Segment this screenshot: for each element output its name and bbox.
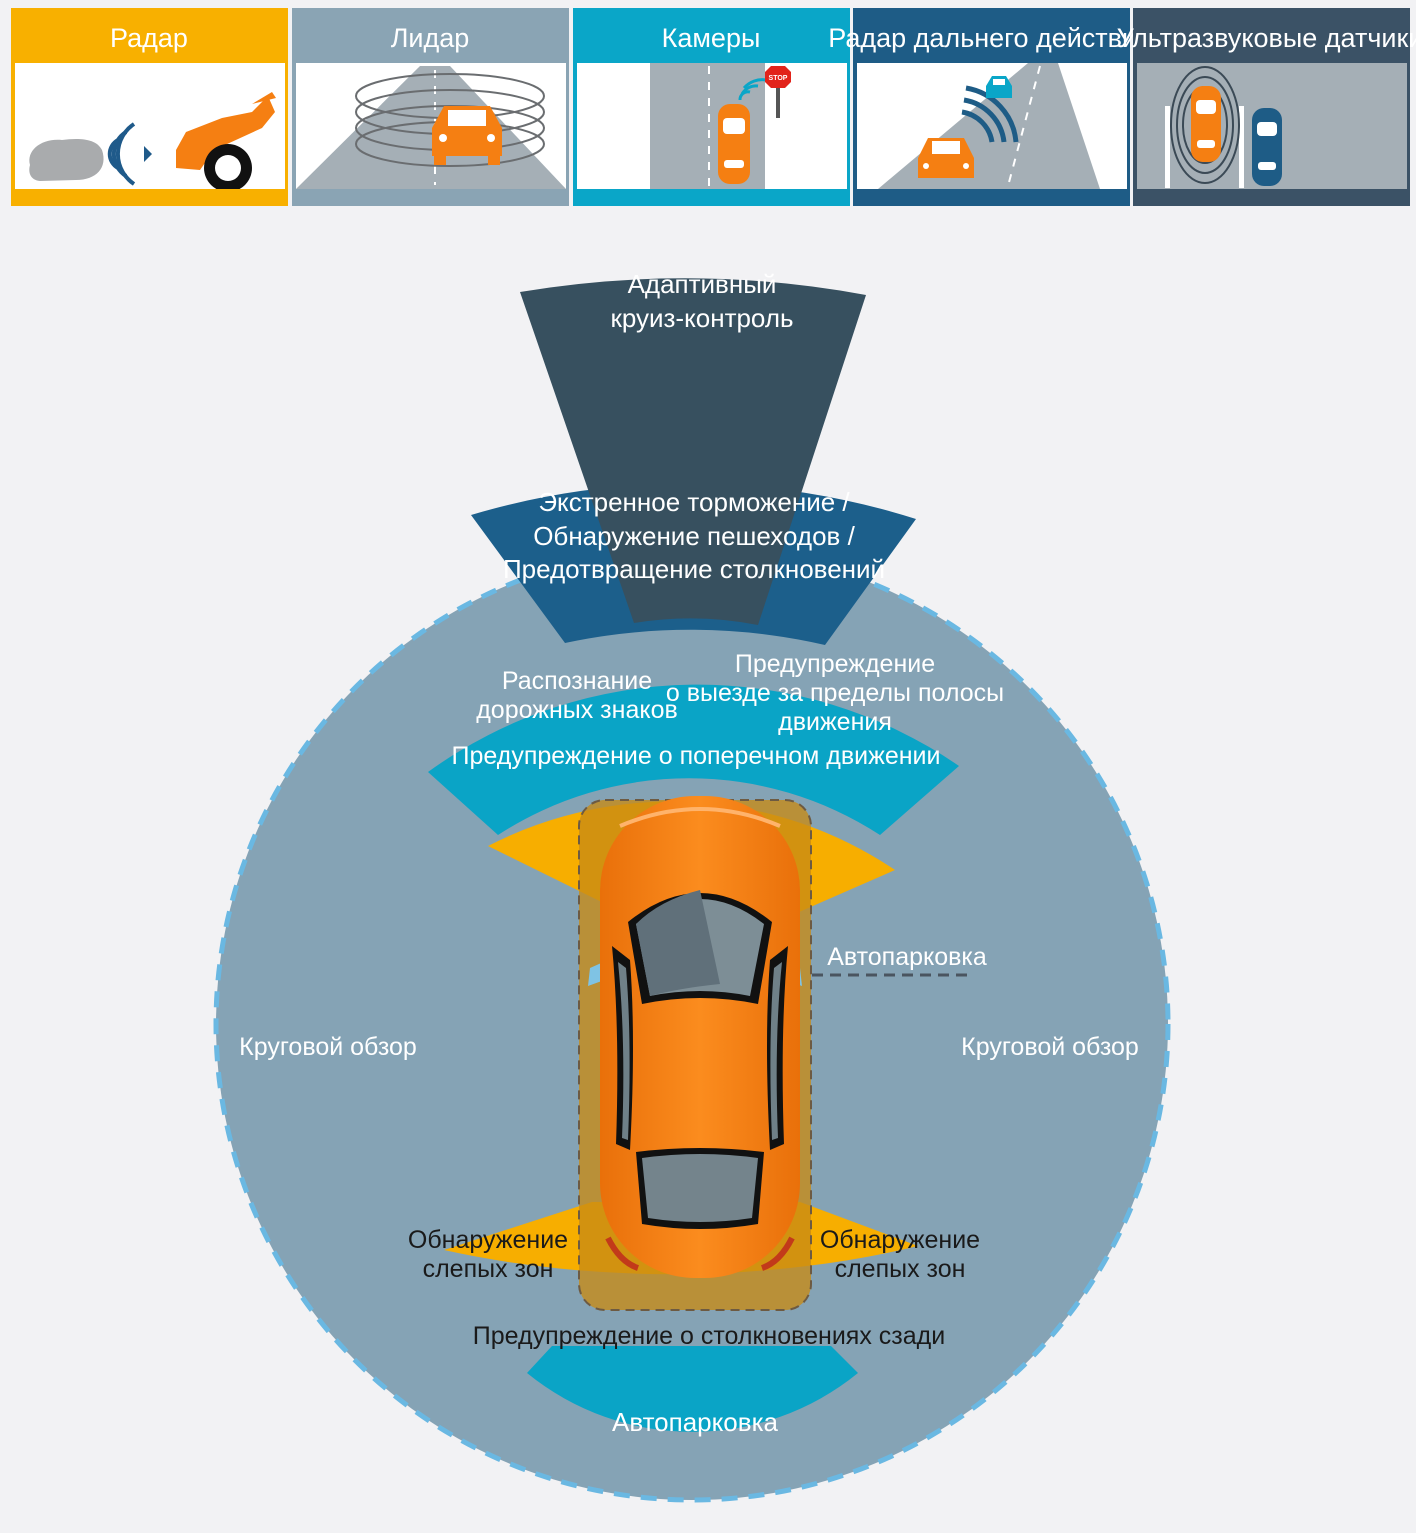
car-top-view-icon	[588, 796, 802, 1278]
label-blind-left-line1: Обнаружение	[408, 1226, 568, 1254]
label-surround-left: Круговой обзор	[239, 1033, 417, 1061]
rear-parking-zone	[527, 1346, 858, 1432]
zone-labels: Адаптивный круиз-контроль Экстренное тор…	[239, 269, 1139, 1437]
label-acc-line1: Адаптивный	[628, 269, 777, 299]
long-range-radar-icon	[878, 63, 1100, 189]
label-surround-right: Круговой обзор	[961, 1033, 1139, 1061]
label-blind-right-line1: Обнаружение	[820, 1226, 980, 1254]
legend-item-cameras: Камеры STOP	[573, 8, 850, 206]
camera-icon: STOP	[650, 63, 791, 189]
label-signs-line2: дорожных знаков	[476, 696, 678, 724]
label-signs-line1: Распознание	[502, 667, 652, 695]
lidar-icon	[296, 66, 566, 189]
legend: Радар Лидар	[11, 8, 1416, 206]
label-lane-line1: Предупреждение	[735, 650, 935, 678]
radar-icon	[29, 92, 276, 189]
label-blind-left-line2: слепых зон	[423, 1255, 554, 1283]
legend-label-cameras: Камеры	[662, 23, 761, 53]
label-lane-line3: движения	[778, 708, 892, 736]
label-lane-line2: о выезде за пределы полосы	[666, 679, 1004, 707]
label-parking-side: Автопарковка	[827, 943, 987, 971]
label-braking-line2: Обнаружение пешеходов /	[533, 521, 855, 551]
label-acc-line2: круиз-контроль	[610, 303, 793, 333]
label-blind-right-line2: слепых зон	[835, 1255, 966, 1283]
legend-label-ultrasonic-sensors: Ультразвуковые датчики	[1117, 23, 1416, 53]
legend-label-lidar: Лидар	[391, 23, 470, 53]
camera-front-zone	[428, 684, 959, 835]
stop-sign-text: STOP	[769, 75, 788, 82]
legend-label-long-range-radar: Радар дальнего действия	[828, 23, 1151, 53]
ultrasonic-sensor-icon	[1165, 66, 1282, 188]
label-braking-line3: Предотвращение столкновений	[503, 554, 885, 584]
label-parking-rear: Автопарковка	[612, 1407, 779, 1437]
legend-item-ultrasonic-sensors: Ультразвуковые датчики	[1117, 8, 1416, 206]
label-rear-collision: Предупреждение о столкновениях сзади	[473, 1322, 945, 1350]
legend-item-radar: Радар	[11, 8, 288, 206]
legend-item-lidar: Лидар	[292, 8, 569, 206]
legend-label-radar: Радар	[110, 23, 188, 53]
label-cross-traffic: Предупреждение о поперечном движении	[452, 742, 941, 770]
label-braking-line1: Экстренное торможение /	[538, 487, 850, 517]
adaptive-cruise-control-zone	[520, 278, 866, 625]
legend-item-long-range-radar: Радар дальнего действия	[828, 8, 1152, 206]
